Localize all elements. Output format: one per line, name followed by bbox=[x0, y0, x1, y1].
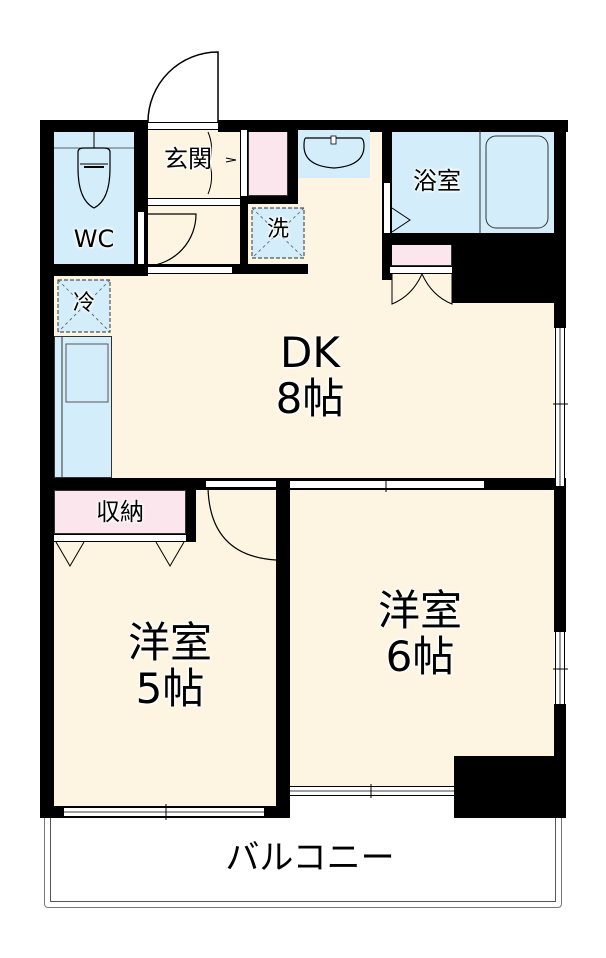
wall-top-left bbox=[40, 120, 148, 132]
storage-closet bbox=[54, 490, 186, 534]
western-room-5-label: 洋室 5帖 bbox=[127, 618, 212, 714]
balcony-label: バルコニー bbox=[225, 838, 395, 878]
fridge-label: 冷 bbox=[72, 291, 95, 316]
bath-door-frame bbox=[383, 183, 391, 233]
wc-label: WC bbox=[73, 225, 115, 253]
wc-door-frame bbox=[137, 212, 145, 264]
shoe-closet-frame bbox=[240, 130, 248, 196]
shoe-closet bbox=[248, 130, 288, 196]
pipe-shaft-bottom bbox=[454, 756, 566, 818]
washer-left-wall bbox=[240, 196, 248, 270]
wall-left bbox=[40, 120, 54, 818]
closet-dk-frame bbox=[390, 266, 452, 274]
western-room-6-label: 洋室 6帖 bbox=[377, 586, 462, 682]
wall-top-right bbox=[218, 120, 568, 132]
balcony-inner-rail bbox=[50, 818, 556, 902]
shoe-closet-bottom bbox=[240, 196, 292, 204]
wc-bottom-wall bbox=[40, 264, 148, 276]
western-room-6-floor bbox=[290, 490, 554, 786]
pipe-shaft-top bbox=[452, 233, 566, 303]
room-divider-wall bbox=[276, 478, 290, 818]
dk-label: DK 8帖 bbox=[275, 328, 345, 424]
storage-door-frame bbox=[54, 534, 186, 542]
room5-door-opening bbox=[206, 480, 276, 488]
storage-label: 収納 bbox=[96, 498, 144, 526]
entrance-inner-opening bbox=[148, 198, 240, 206]
room6-sliding-door[interactable] bbox=[290, 480, 484, 489]
entrance-label: 玄関 bbox=[164, 145, 212, 173]
western-room-5-floor bbox=[54, 490, 276, 806]
entrance-door-frame bbox=[148, 122, 218, 130]
storage-right-wall bbox=[186, 486, 196, 542]
washer-label: 洗 bbox=[266, 217, 289, 242]
balcony bbox=[44, 818, 562, 908]
shoe-closet-right bbox=[288, 130, 298, 204]
kitchen-counter bbox=[54, 336, 112, 478]
wc-door-opening bbox=[148, 266, 232, 274]
wall-right-mid bbox=[554, 486, 566, 632]
bath-label: 浴室 bbox=[413, 167, 461, 195]
